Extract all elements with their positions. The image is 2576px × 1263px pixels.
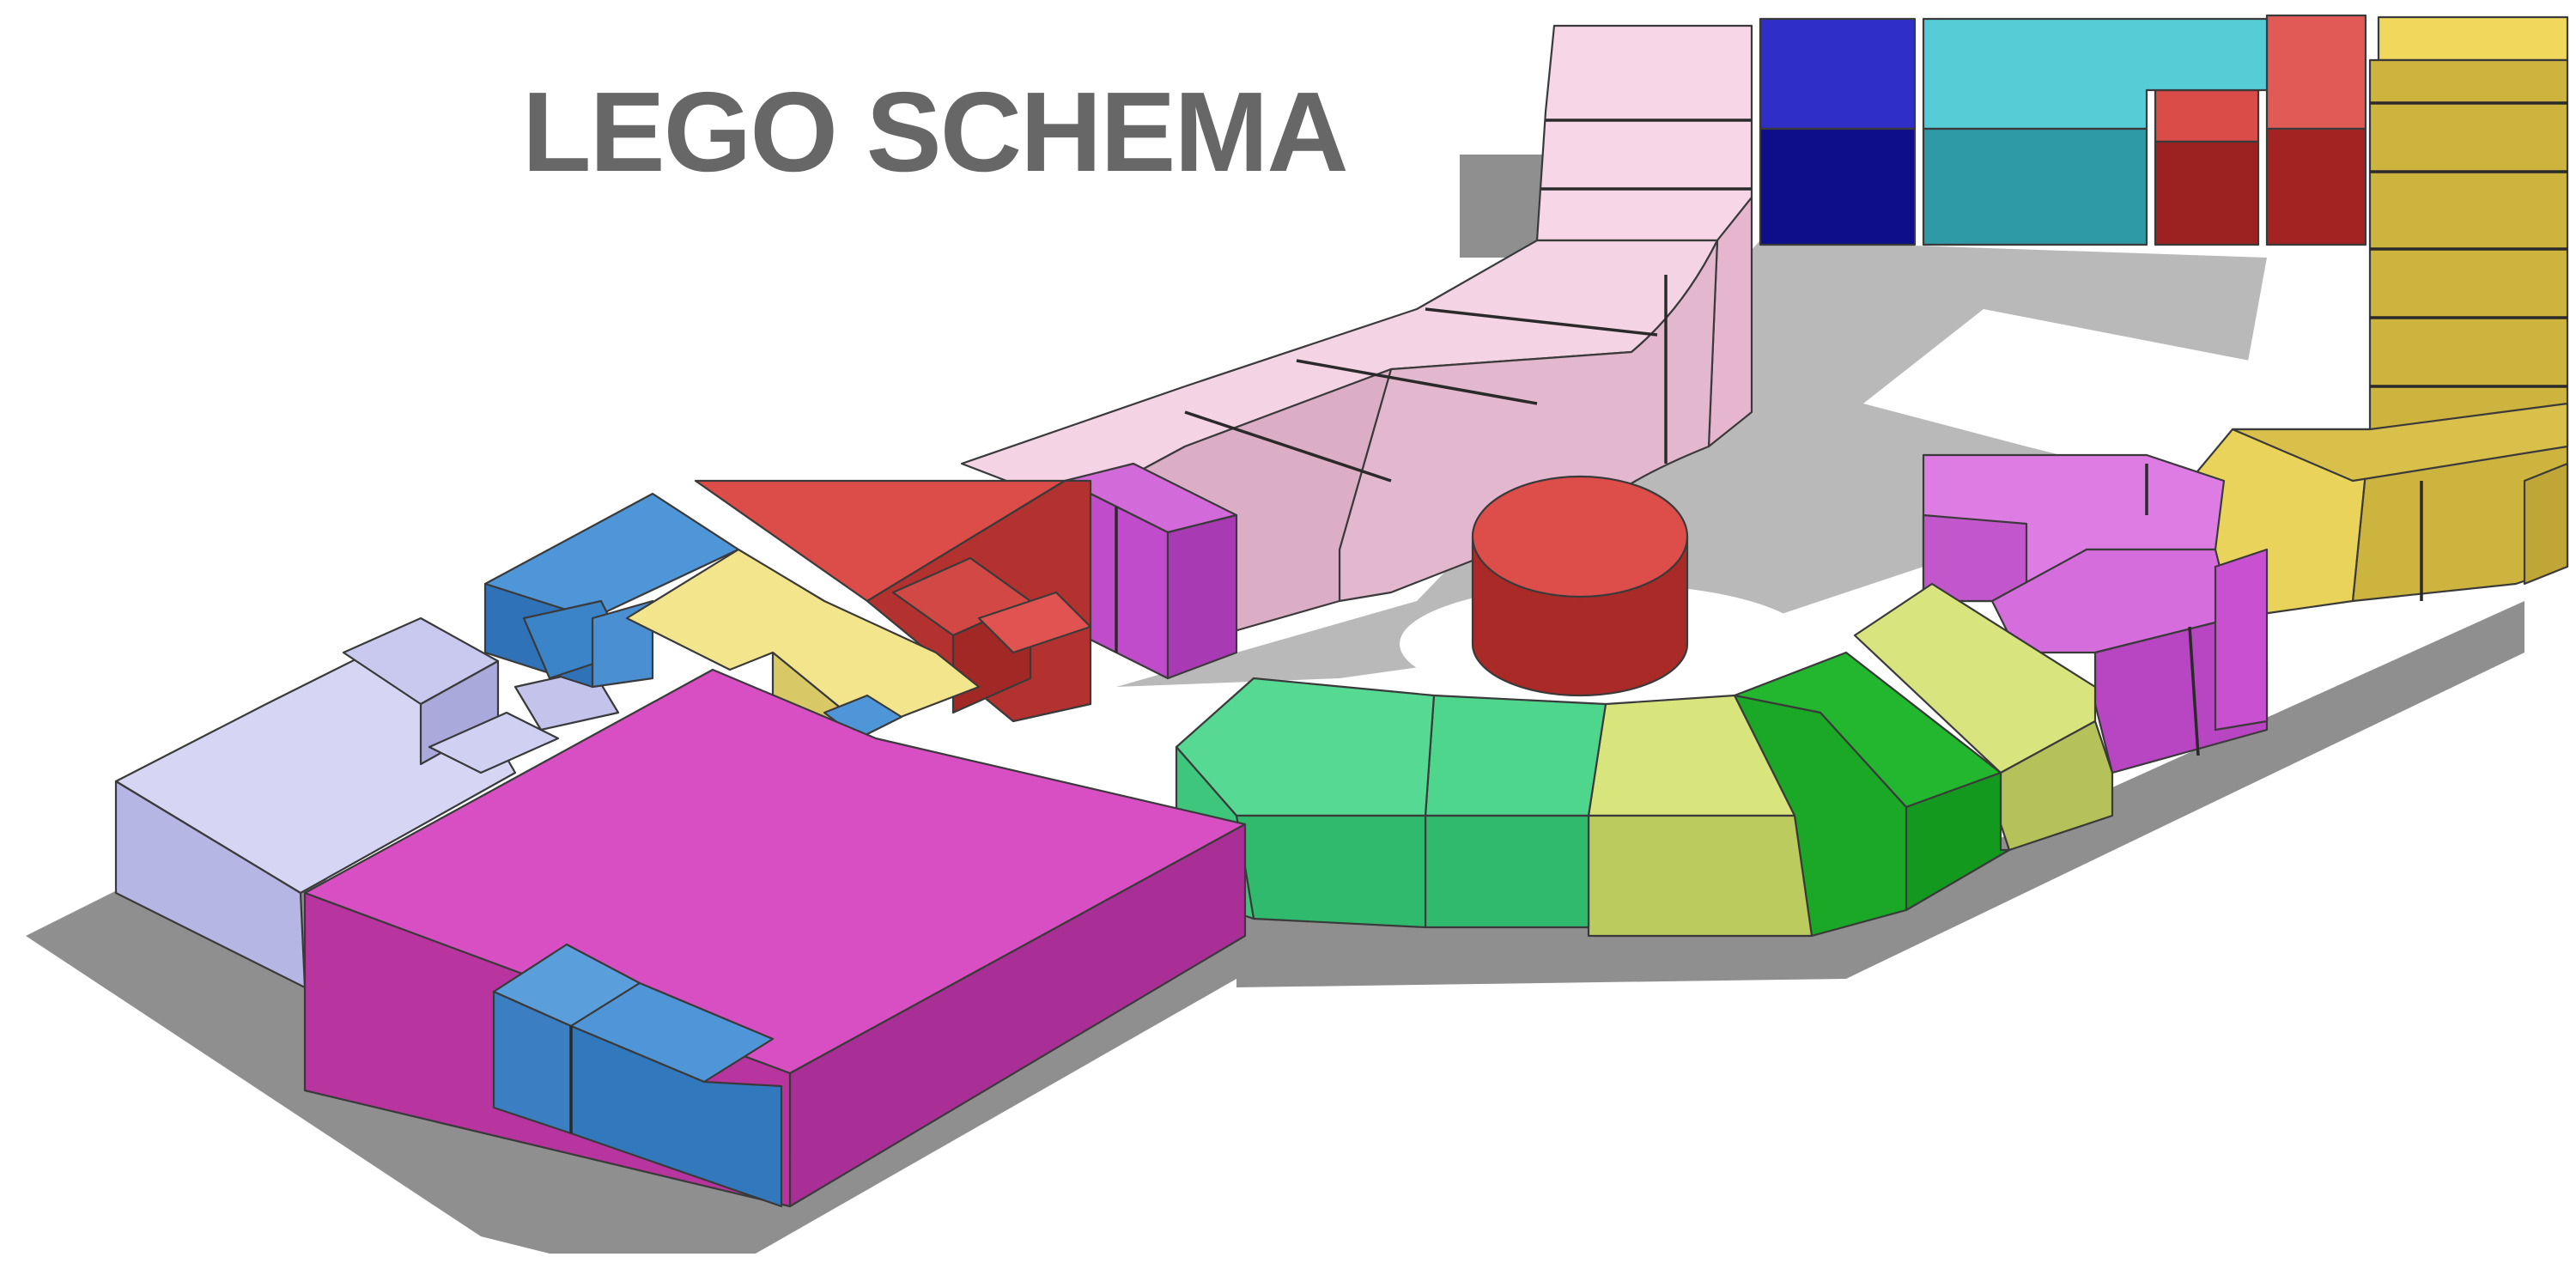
block-north-red-low [2154,88,2260,246]
block-lime-arc [1587,694,1814,938]
block-red-triangle [694,479,1092,723]
block-north-cyan [1922,17,2269,246]
block-blue-front [492,943,783,1208]
block-green-mint-center [1424,694,1607,929]
block-purple-ring [1922,453,2269,774]
block-lavender [114,616,620,989]
block-red-drum [1471,475,1689,697]
block-north-red-tall [2265,14,2367,246]
diagram-title: LEGO SCHEMA [522,69,1349,195]
block-green-arc [1733,651,2011,938]
block-north-dark-blue [1759,17,1917,246]
courtyard-void [1863,309,2250,481]
